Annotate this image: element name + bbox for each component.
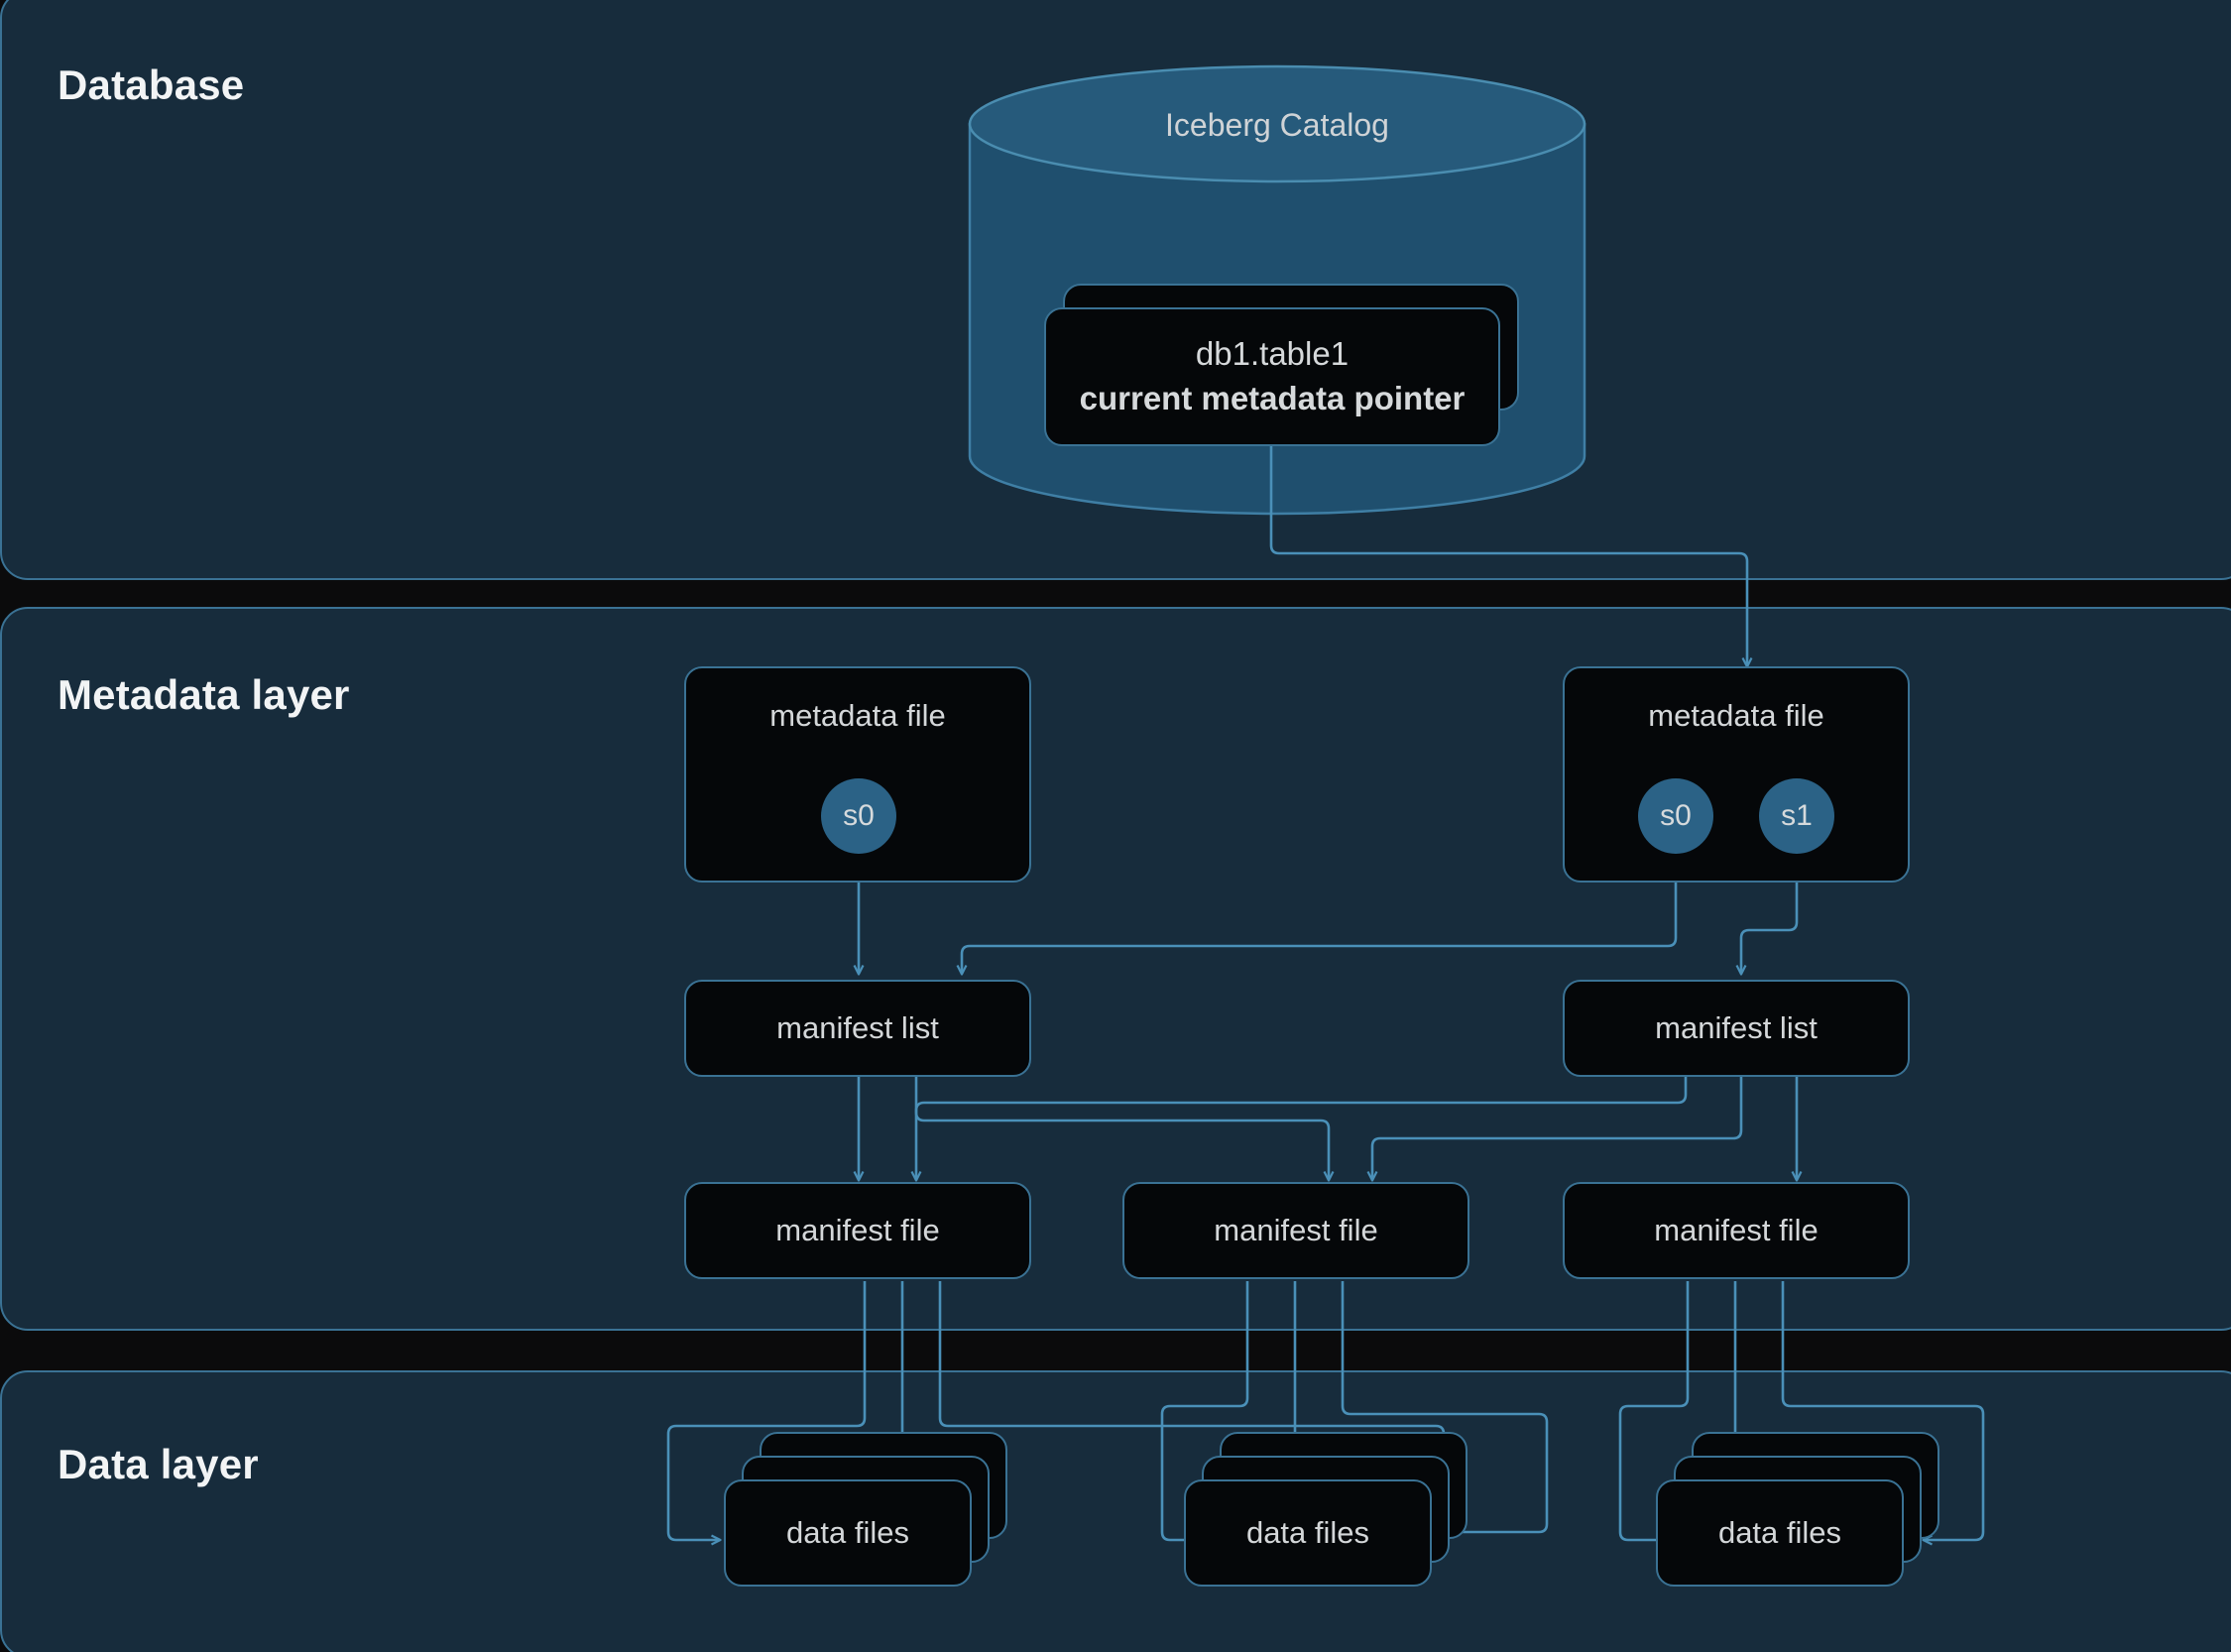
manifest-file-middle[interactable]: manifest file [1122, 1182, 1469, 1279]
metadata-file-left-label: metadata file [769, 698, 946, 733]
metadata-file-right-label: metadata file [1648, 698, 1824, 733]
manifest-file-left[interactable]: manifest file [684, 1182, 1031, 1279]
pointer-card-subtitle: current metadata pointer [1079, 380, 1466, 416]
manifest-list-right-label: manifest list [1655, 1010, 1818, 1045]
manifest-file-right[interactable]: manifest file [1563, 1182, 1910, 1279]
section-title-database: Database [58, 61, 245, 108]
data-files-left-label: data files [785, 1515, 910, 1550]
data-files-right-stack-1[interactable] [1656, 1479, 1904, 1587]
manifest-file-middle-label: manifest file [1214, 1213, 1378, 1247]
snapshot-s0-right[interactable]: s0 [1638, 778, 1713, 854]
manifest-file-left-label: manifest file [775, 1213, 940, 1247]
manifest-list-left[interactable]: manifest list [684, 980, 1031, 1077]
iceberg-catalog-label: Iceberg Catalog [1165, 107, 1389, 143]
pointer-card-table-name: db1.table1 [1195, 335, 1350, 373]
snapshot-s0-left[interactable]: s0 [821, 778, 896, 854]
current-metadata-pointer-card[interactable]: db1.table1 current metadata pointer [1044, 307, 1500, 446]
data-files-middle-label: data files [1245, 1515, 1370, 1550]
manifest-list-right[interactable]: manifest list [1563, 980, 1910, 1077]
snapshot-s0-right-label: s0 [1660, 799, 1692, 832]
data-files-right-label: data files [1717, 1515, 1842, 1550]
manifest-list-left-label: manifest list [776, 1010, 939, 1045]
snapshot-s0-left-label: s0 [843, 799, 875, 832]
snapshot-s1-right-label: s1 [1781, 799, 1813, 832]
metadata-file-right[interactable]: metadata file [1563, 666, 1910, 883]
snapshot-s1-right[interactable]: s1 [1759, 778, 1834, 854]
data-files-middle-stack-1[interactable] [1184, 1479, 1432, 1587]
section-title-metadata-layer: Metadata layer [58, 671, 350, 718]
section-title-data-layer: Data layer [58, 1441, 259, 1487]
manifest-file-right-label: manifest file [1654, 1213, 1819, 1247]
data-files-left-stack-1[interactable] [724, 1479, 972, 1587]
